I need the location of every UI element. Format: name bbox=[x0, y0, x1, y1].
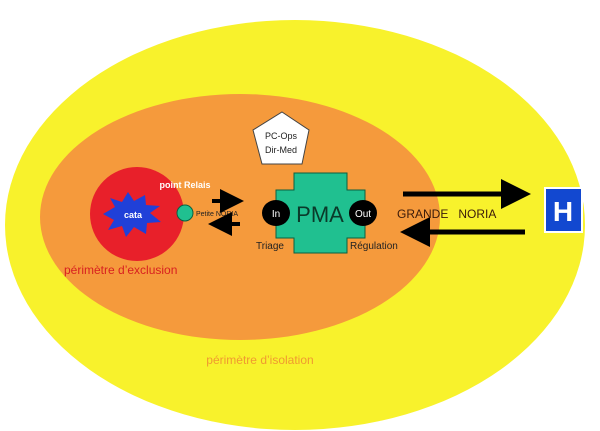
grande-noria-label: GRANDE NORIA bbox=[397, 207, 496, 221]
pma-label: PMA bbox=[296, 202, 344, 227]
exclusion-label: périmètre d’exclusion bbox=[64, 263, 177, 277]
petite-noria-label: Petite NORIA bbox=[196, 211, 238, 218]
hospital-icon bbox=[544, 187, 583, 233]
dir-med-label: Dir-Med bbox=[265, 145, 297, 155]
out-node bbox=[349, 200, 377, 226]
regulation-label: Régulation bbox=[350, 241, 398, 252]
point-relais bbox=[176, 204, 194, 222]
hospital-label: H bbox=[553, 196, 573, 227]
isolation-label: périmètre d’isolation bbox=[206, 353, 313, 367]
pc-ops-pentagon bbox=[252, 111, 310, 165]
cata-star-icon bbox=[103, 192, 161, 237]
middle-zone bbox=[40, 94, 440, 340]
cata-label: cata bbox=[124, 210, 143, 220]
pma-cross bbox=[275, 172, 366, 254]
triage-label: Triage bbox=[256, 241, 284, 252]
out-label: Out bbox=[355, 209, 371, 220]
point-relais-label: point Relais bbox=[159, 180, 210, 190]
pc-ops-label: PC-Ops bbox=[265, 131, 298, 141]
in-label: In bbox=[272, 209, 280, 220]
in-node bbox=[262, 200, 290, 226]
